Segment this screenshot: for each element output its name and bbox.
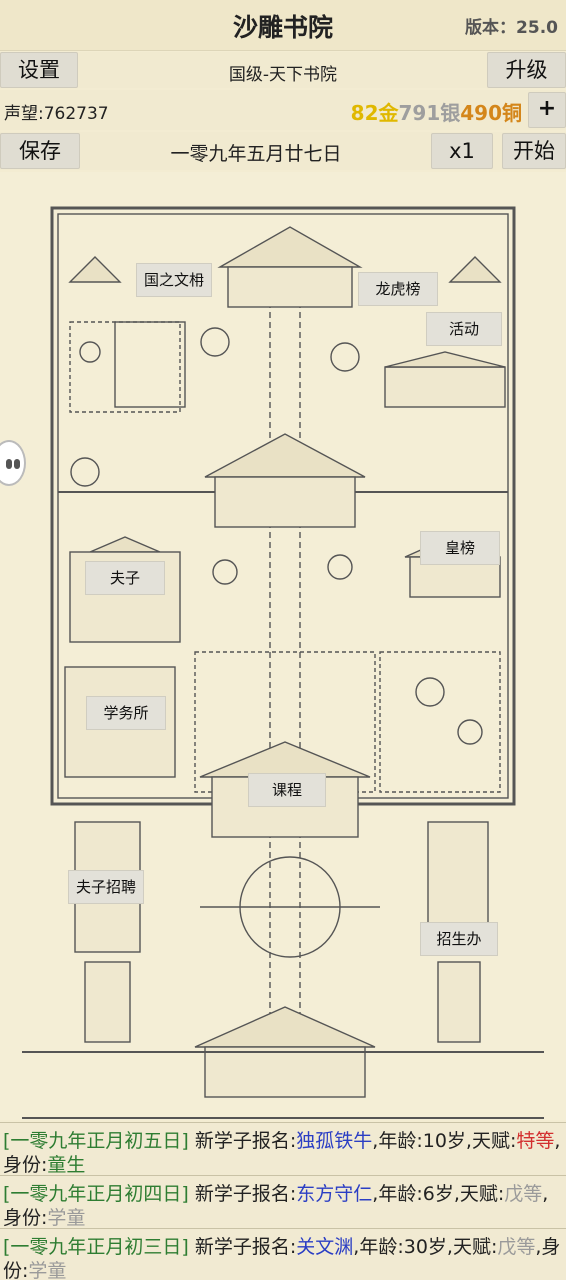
map-label-huangbang[interactable]: 皇榜: [420, 531, 500, 565]
upgrade-button[interactable]: 升级: [487, 52, 566, 88]
log-entry: [一零九年正月初四日] 新学子报名:东方守仁,年龄:6岁,天赋:戊等,身份:学童: [0, 1175, 566, 1228]
academy-row: 设置 国级-天下书院 升级: [0, 52, 566, 88]
map-label-hire-teacher[interactable]: 夫子招聘: [68, 870, 144, 904]
chat-dot-icon: [14, 459, 20, 469]
map-label-wenmiao[interactable]: 国之文枏: [136, 263, 212, 297]
academy-level: 国级-天下书院: [228, 65, 338, 85]
silver-amount: 791银: [398, 101, 461, 125]
map-label-longhubang[interactable]: 龙虎榜: [358, 272, 438, 306]
map-label-fuzi[interactable]: 夫子: [85, 561, 165, 595]
log-entry: [一零九年正月初三日] 新学子报名:关文渊,年龄:30岁,天赋:戊等,身份:学童: [0, 1228, 566, 1280]
chat-dot-icon: [6, 459, 12, 469]
resources-row: 声望:762737 82金791银490铜 +: [0, 90, 566, 130]
game-title: 沙雕书院: [232, 13, 333, 42]
currency-display: 82金791银490铜: [351, 97, 522, 126]
map-label-xuewusuo[interactable]: 学务所: [86, 696, 166, 730]
add-currency-button[interactable]: +: [528, 92, 566, 128]
time-row: 保存 一零九年五月廿七日 x1 开始: [0, 132, 566, 170]
log-entry: [一零九年正月初五日] 新学子报名:独孤铁牛,年龄:10岁,天赋:特等,身份:童…: [0, 1122, 566, 1175]
version-label: 版本：25.0: [465, 18, 558, 38]
academy-map-drawing: [22, 206, 544, 1119]
save-button[interactable]: 保存: [0, 133, 80, 169]
reputation-value: 声望:762737: [4, 104, 109, 124]
speed-button[interactable]: x1: [431, 133, 493, 169]
title-bar: 沙雕书院 版本：25.0: [0, 0, 566, 50]
gold-amount: 82金: [350, 101, 399, 125]
event-log: [一零九年正月初五日] 新学子报名:独孤铁牛,年龄:10岁,天赋:特等,身份:童…: [0, 1122, 566, 1280]
map-label-admissions[interactable]: 招生办: [420, 922, 498, 956]
start-button[interactable]: 开始: [502, 133, 566, 169]
academy-map: 国之文枏 龙虎榜 活动 皇榜 夫子 学务所 课程 夫子招聘 招生办: [0, 172, 566, 1120]
map-label-course[interactable]: 课程: [248, 773, 326, 807]
game-date: 一零九年五月廿七日: [170, 143, 342, 165]
copper-amount: 490铜: [460, 101, 522, 125]
chat-bubble-button[interactable]: [0, 440, 26, 486]
map-label-activity[interactable]: 活动: [426, 312, 502, 346]
settings-button[interactable]: 设置: [0, 52, 78, 88]
